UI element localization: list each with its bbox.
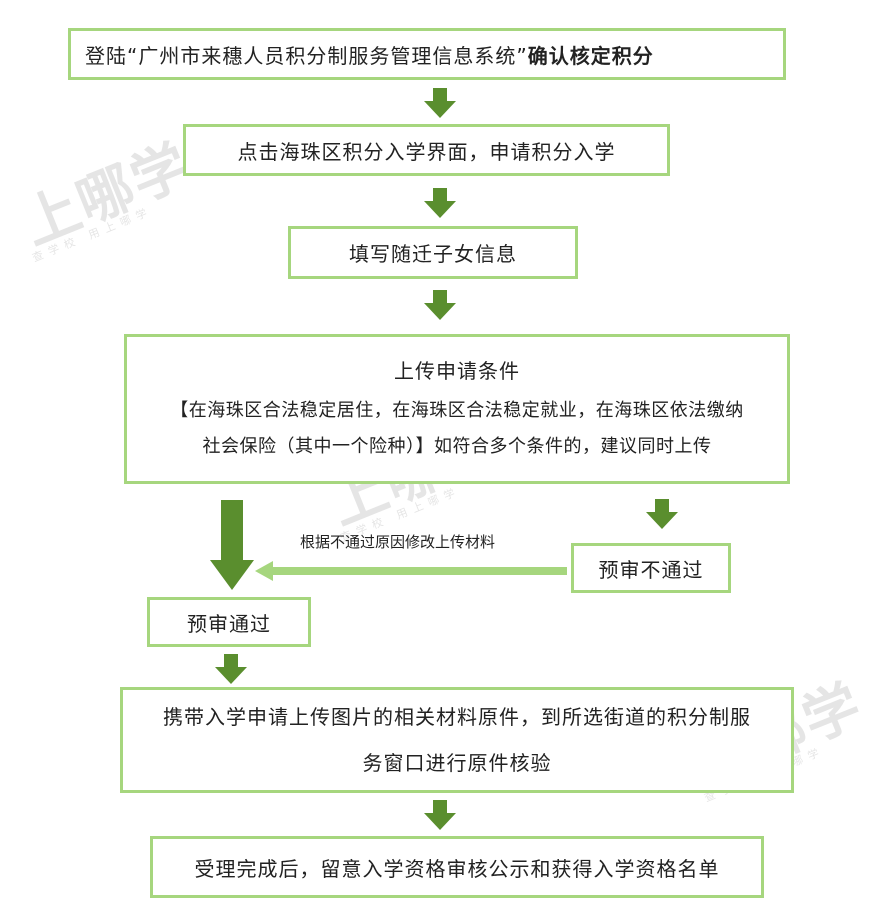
step-done-box: 受理完成后，留意入学资格审核公示和获得入学资格名单 (150, 836, 764, 898)
step-verify-line2: 务窗口进行原件核验 (362, 751, 552, 775)
step-login-bold-text: 确认核定积分 (527, 43, 654, 68)
step-upload-line2: 社会保险（其中一个险种）】如符合多个条件的，建议同时上传 (202, 436, 712, 457)
step-done-text: 受理完成后，留意入学资格审核公示和获得入学资格名单 (194, 856, 720, 881)
step-click-text: 点击海珠区积分入学界面，申请积分入学 (237, 139, 616, 164)
step-fill-text: 填写随迁子女信息 (349, 242, 517, 266)
arrow-down-icon (646, 499, 678, 529)
fail-note-label: 根据不通过原因修改上传材料 (300, 533, 496, 551)
step-upload-title: 上传申请条件 (394, 359, 520, 383)
watermark-logo: 上哪学 (14, 132, 200, 258)
step-upload-box: 上传申请条件 【在海珠区合法稳定居住，在海珠区合法稳定就业，在海珠区依法缴纳 社… (124, 334, 790, 484)
precheck-pass-text: 预审通过 (187, 611, 271, 636)
arrow-down-icon (215, 654, 247, 684)
precheck-fail-box: 预审不通过 (571, 543, 731, 593)
step-login-text: 登陆“广州市来穗人员积分制服务管理信息系统” (85, 43, 528, 68)
step-verify-line1: 携带入学申请上传图片的相关材料原件，到所选街道的积分制服 (163, 705, 751, 729)
step-login-box: 登陆“广州市来穗人员积分制服务管理信息系统”确认核定积分 (68, 28, 786, 80)
step-verify-box: 携带入学申请上传图片的相关材料原件，到所选街道的积分制服 务窗口进行原件核验 (120, 687, 794, 793)
arrow-down-icon (424, 290, 456, 320)
arrow-down-icon (424, 88, 456, 118)
precheck-pass-box: 预审通过 (147, 597, 311, 647)
precheck-fail-text: 预审不通过 (598, 557, 704, 582)
arrow-down-icon (424, 188, 456, 218)
arrow-down-icon (424, 800, 456, 830)
step-upload-line1: 【在海珠区合法稳定居住，在海珠区合法稳定就业，在海珠区依法缴纳 (170, 400, 744, 421)
step-click-box: 点击海珠区积分入学界面，申请积分入学 (183, 124, 670, 176)
step-fill-box: 填写随迁子女信息 (288, 226, 578, 279)
arrow-left-icon (255, 561, 567, 581)
arrow-down-long-icon (210, 500, 254, 590)
